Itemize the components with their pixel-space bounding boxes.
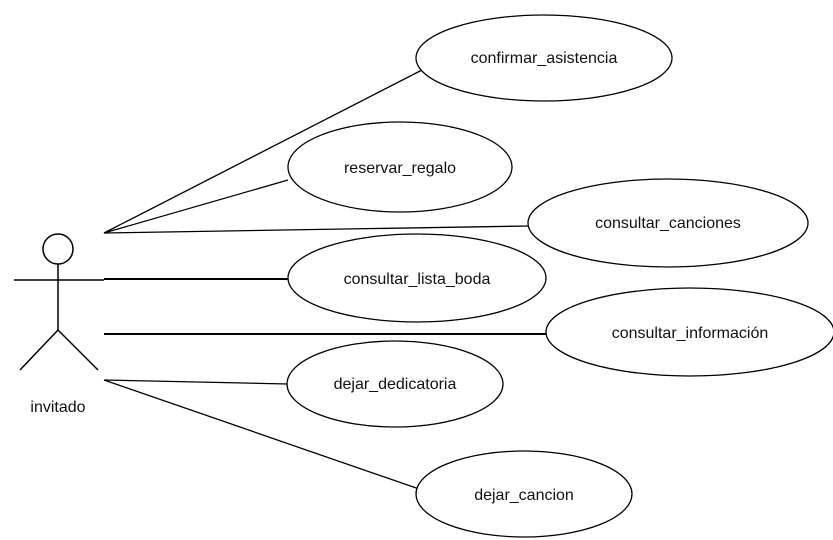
use-case-label: reservar_regalo xyxy=(344,160,456,177)
actor-left-leg xyxy=(19,329,59,371)
use-case-label: consultar_canciones xyxy=(595,215,741,232)
association-consultar-canciones xyxy=(103,225,529,234)
association-reservar-regalo xyxy=(103,179,289,234)
use-case-label: confirmar_asistencia xyxy=(471,50,618,67)
use-case-label: dejar_dedicatoria xyxy=(334,376,457,393)
use-case-reservar-regalo[interactable]: reservar_regalo xyxy=(287,121,513,213)
use-case-consultar-canciones[interactable]: consultar_canciones xyxy=(527,178,809,268)
use-case-dejar-cancion[interactable]: dejar_cancion xyxy=(415,450,633,538)
association-confirmar-asistencia xyxy=(103,69,423,234)
association-dejar-cancion xyxy=(103,379,423,491)
use-case-label: dejar_cancion xyxy=(474,487,574,504)
use-case-label: consultar_lista_boda xyxy=(344,271,491,288)
use-case-label: consultar_información xyxy=(612,325,769,342)
actor-head xyxy=(42,233,74,265)
actor-invitado[interactable]: invitado xyxy=(14,233,104,416)
use-case-consultar-lista-boda[interactable]: consultar_lista_boda xyxy=(287,233,547,323)
association-dejar-dedicatoria xyxy=(103,379,289,385)
use-case-confirmar-asistencia[interactable]: confirmar_asistencia xyxy=(415,14,673,102)
use-case-consultar-informacion[interactable]: consultar_información xyxy=(545,287,833,377)
associations xyxy=(103,69,546,491)
actor-right-leg xyxy=(57,329,99,371)
actor-label: invitado xyxy=(30,399,85,416)
use-case-dejar-dedicatoria[interactable]: dejar_dedicatoria xyxy=(286,340,504,428)
